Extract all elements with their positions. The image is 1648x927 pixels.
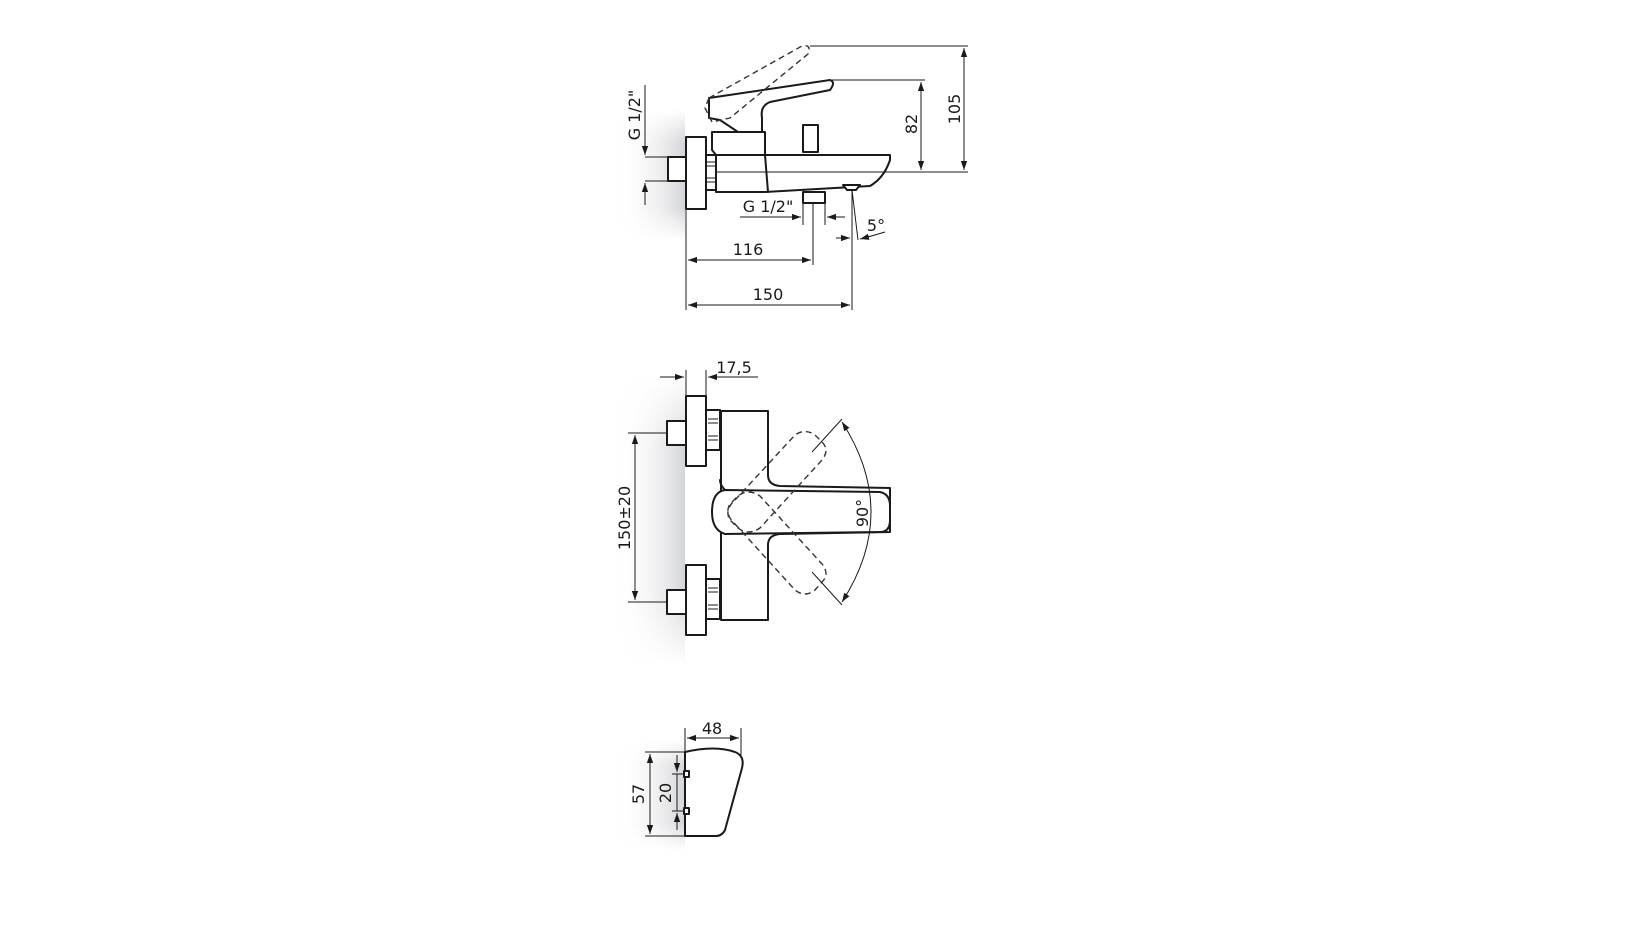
side-view: 105 82 G 1/2" G 1/2" 5° 116 150 bbox=[615, 44, 968, 310]
lever bbox=[708, 79, 834, 133]
spout-section: 48 57 20 bbox=[615, 719, 744, 850]
insert-pin-lower bbox=[683, 807, 690, 815]
aerator bbox=[842, 184, 861, 191]
outlet-connector bbox=[802, 191, 826, 204]
dim-spout-height: 57 bbox=[629, 784, 648, 804]
union-nut-upper bbox=[705, 409, 721, 451]
dim-spout-depth: 48 bbox=[702, 719, 722, 738]
dim-outlet-thread: G 1/2" bbox=[743, 197, 794, 216]
union-nut-lower bbox=[705, 578, 721, 620]
spout-profile bbox=[684, 747, 744, 837]
wall-shading bbox=[615, 375, 685, 665]
lever-rotated-position-2 bbox=[727, 491, 827, 595]
inlet-pipe-upper bbox=[666, 420, 688, 446]
mixer-body bbox=[715, 154, 891, 193]
dim-lever-rotation: 90° bbox=[853, 499, 872, 527]
dim-escutcheon-depth: 17,5 bbox=[716, 358, 752, 377]
union-nut bbox=[705, 154, 717, 191]
diverter-knob bbox=[802, 124, 819, 153]
dim-inlet-thread: G 1/2" bbox=[625, 90, 644, 141]
dim-insert-spacing: 20 bbox=[656, 783, 675, 803]
inlet-pipe bbox=[667, 156, 687, 182]
dim-inlet-spacing: 150±20 bbox=[615, 486, 634, 550]
lever-open-position bbox=[704, 44, 810, 123]
dim-lever-open-height: 105 bbox=[945, 94, 964, 125]
cartridge-housing bbox=[711, 131, 766, 156]
escutcheon-lower bbox=[685, 564, 707, 636]
insert-pin-upper bbox=[683, 770, 690, 778]
escutcheon bbox=[685, 136, 707, 210]
dim-wall-to-outlet: 116 bbox=[733, 240, 764, 259]
dim-spout-angle: 5° bbox=[867, 216, 885, 235]
top-view: 90° 17,5 150±20 bbox=[615, 358, 891, 665]
escutcheon-upper bbox=[685, 395, 707, 467]
inlet-pipe-lower bbox=[666, 589, 688, 615]
dim-lever-height: 82 bbox=[902, 114, 921, 134]
dim-wall-to-spout: 150 bbox=[753, 285, 784, 304]
